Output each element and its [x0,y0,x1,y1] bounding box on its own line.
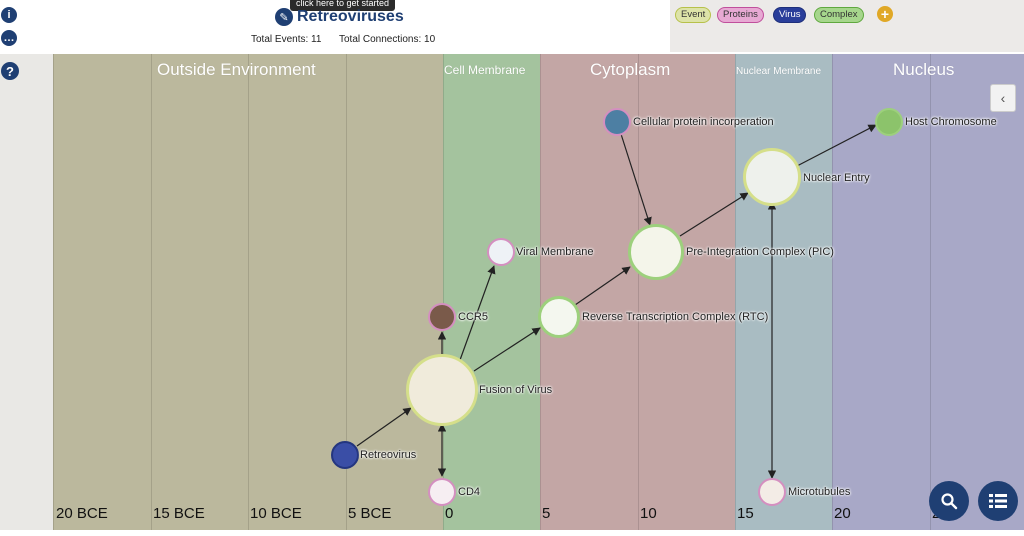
gridline [346,54,347,530]
info-icon[interactable]: i [1,7,17,23]
tick-label: 5 BCE [348,505,392,522]
node-viral-membrane[interactable] [487,238,515,266]
region-nucleus [832,54,1024,530]
node-label-microtubules: Microtubules [788,486,851,498]
edge-protein-pic [620,133,652,226]
tick-label: 5 [542,505,551,522]
node-label-viral-membrane: Viral Membrane [516,246,594,258]
node-host-chromosome[interactable] [875,108,903,136]
tick-label: 10 BCE [250,505,302,522]
region-label-outside-environment: Outside Environment [157,60,316,79]
node-label-nuclear-entry: Nuclear Entry [803,172,870,184]
gridline [930,54,931,530]
region-label-nucleus: Nucleus [893,60,955,79]
node-label-pre-integration-complex: Pre-Integration Complex (PIC) [686,246,834,258]
edge-fusion-rtc [473,327,541,372]
node-nuclear-entry[interactable] [743,148,801,206]
region-cytoplasm [540,54,735,530]
search-icon[interactable] [929,481,969,521]
node-label-cd4: CD4 [458,486,481,498]
get-started-tooltip: click here to get started [290,0,396,11]
edge-nuclear-entry-chromosome [796,124,877,167]
legend-chip-event[interactable]: Event [675,7,712,23]
edge-retreovirus-fusion [356,407,412,447]
node-fusion-of-virus[interactable] [406,354,478,426]
tick-label: 20 BCE [56,505,108,522]
tick-label: 10 [640,505,657,522]
total-connections: Total Connections: 10 [339,34,436,45]
gridline [53,54,54,530]
list-icon[interactable] [978,481,1018,521]
legend-chip-complex[interactable]: Complex [814,7,864,23]
title-group[interactable]: ✎ Retreoviruses [275,8,404,26]
edge-pic-nuclear-entry [679,192,749,237]
region-label-nuclear-membrane: Nuclear Membrane [736,66,822,77]
node-label-retreovirus: Retreovirus [360,449,417,461]
tick-label: 15 BCE [153,505,205,522]
edge-rtc-pic [574,266,631,306]
node-label-reverse-transcription-complex: Reverse Transcription Complex (RTC) [582,311,769,323]
legend-chip-virus[interactable]: Virus [773,7,807,23]
pencil-icon[interactable]: ✎ [275,8,293,26]
help-icon[interactable]: ? [1,62,19,80]
total-events: Total Events: 11 [251,34,322,45]
tick-label: 20 [834,505,851,522]
node-retreovirus[interactable] [331,441,359,469]
region-outside-environment [53,54,443,530]
node-pre-integration-complex[interactable] [628,224,684,280]
node-label-cellular-protein-incorperation: Cellular protein incorperation [633,116,774,128]
gridline [540,54,541,530]
page-title: Retreoviruses [297,8,404,25]
node-microtubules[interactable] [758,478,786,506]
tick-label: 0 [445,505,454,522]
gridline [248,54,249,530]
region-label-cell-membrane: Cell Membrane [444,63,526,77]
plus-icon[interactable]: + [877,6,893,22]
node-ccr5[interactable] [428,303,456,331]
node-cd4[interactable] [428,478,456,506]
chevron-left-icon[interactable]: ‹ [990,84,1016,112]
node-reverse-transcription-complex[interactable] [538,296,580,338]
gridline [735,54,736,530]
node-label-host-chromosome: Host Chromosome [905,116,997,128]
gridline [638,54,639,530]
gridline [151,54,152,530]
chat-icon[interactable]: … [1,30,17,46]
node-label-fusion-of-virus: Fusion of Virus [479,384,553,396]
gridline [832,54,833,530]
node-cellular-protein-incorperation[interactable] [603,108,631,136]
bottom-bar [0,530,1024,536]
region-label-cytoplasm: Cytoplasm [590,60,671,79]
tick-label: 15 [737,505,754,522]
region-cell-membrane [443,54,540,530]
left-gutter [0,54,53,530]
region-nuclear-membrane [735,54,832,530]
edge-fusion-viral-membrane [459,265,496,361]
legend-panel: Event Proteins Virus Complex + [670,0,1024,52]
legend-chip-proteins[interactable]: Proteins [717,7,764,23]
node-label-ccr5: CCR5 [458,311,488,323]
gridline [443,54,444,530]
